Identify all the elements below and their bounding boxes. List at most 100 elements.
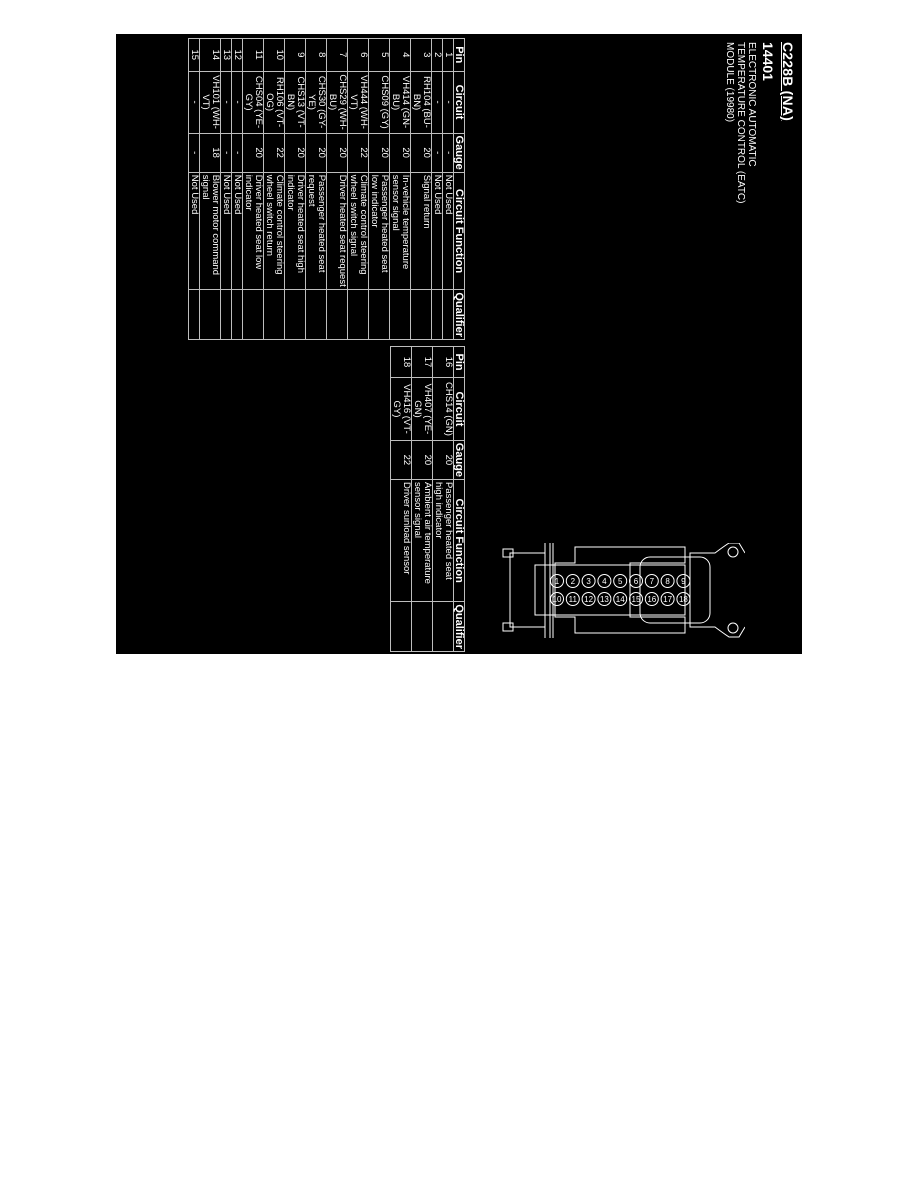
cell-qualifier bbox=[368, 289, 390, 340]
pin-number-label: 3 bbox=[586, 577, 591, 586]
cell-circuit: RH106 (VT-OG) bbox=[263, 71, 285, 134]
table-row: 2--Not Used bbox=[431, 38, 443, 340]
cell-gauge: - bbox=[188, 133, 200, 173]
cell-gauge: 18 bbox=[199, 133, 221, 173]
cell-qualifier bbox=[432, 601, 454, 652]
pin-circle-icon bbox=[565, 592, 580, 606]
cell-pin: 1 bbox=[442, 38, 454, 72]
pin-number-label: 18 bbox=[679, 595, 688, 604]
cell-pin: 7 bbox=[326, 38, 348, 72]
pin-number-label: 4 bbox=[602, 577, 607, 586]
pin-circle-icon bbox=[613, 574, 628, 588]
cell-pin: 9 bbox=[284, 38, 306, 72]
component-number: 14401 bbox=[760, 42, 776, 81]
col-pin: Pin bbox=[453, 346, 465, 378]
pin-number-label: 2 bbox=[571, 577, 576, 586]
pin-number-label: 7 bbox=[650, 577, 655, 586]
cell-pin: 4 bbox=[389, 38, 411, 72]
cell-function: Not Used bbox=[220, 172, 232, 290]
cell-gauge: 22 bbox=[390, 440, 412, 480]
cell-gauge: 22 bbox=[347, 133, 369, 173]
pin-circle-icon bbox=[597, 574, 612, 588]
cell-pin: 15 bbox=[188, 38, 200, 72]
pin-number-label: 5 bbox=[618, 577, 623, 586]
cell-function: Blower motor command signal bbox=[199, 172, 221, 290]
pin-number-label: 9 bbox=[681, 577, 686, 586]
cell-function: Driver heated seat low indicator bbox=[242, 172, 264, 290]
cell-qualifier bbox=[442, 289, 454, 340]
cell-function: Driver sunload sensor bbox=[390, 479, 412, 602]
rotated-document-page: C228B (NA) 14401 ELECTRONIC AUTOMATIC TE… bbox=[116, 34, 802, 654]
pin-circle-icon bbox=[644, 574, 659, 588]
col-pin: Pin bbox=[453, 38, 465, 72]
cell-circuit: CHS29 (WH-BU) bbox=[326, 71, 348, 134]
cell-gauge: 22 bbox=[263, 133, 285, 173]
cell-circuit: VH407 (YE-GN) bbox=[411, 377, 433, 441]
cell-pin: 12 bbox=[231, 38, 243, 72]
cell-circuit: VH444 (WH-VT) bbox=[347, 71, 369, 134]
pin-number-label: 10 bbox=[553, 595, 562, 604]
col-circuit: Circuit bbox=[453, 377, 465, 441]
cell-circuit: RH104 (BU-BN) bbox=[410, 71, 432, 134]
cell-function: Ambient air temperature sensor signal bbox=[411, 479, 433, 602]
table-header-row: Pin Circuit Gauge Circuit Function Quali… bbox=[453, 346, 465, 652]
cell-function: Passenger heated seat request bbox=[305, 172, 327, 290]
cell-circuit: VH416 (VT-GY) bbox=[390, 377, 412, 441]
cell-circuit: - bbox=[431, 71, 443, 134]
cell-circuit: - bbox=[442, 71, 454, 134]
pin-number-label: 13 bbox=[600, 595, 609, 604]
cell-qualifier bbox=[199, 289, 221, 340]
cell-gauge: 20 bbox=[368, 133, 390, 173]
cell-qualifier bbox=[410, 289, 432, 340]
cell-circuit: - bbox=[188, 71, 200, 134]
cell-circuit: - bbox=[231, 71, 243, 134]
pin-number-label: 11 bbox=[569, 595, 578, 604]
cell-gauge: - bbox=[231, 133, 243, 173]
cell-qualifier bbox=[263, 289, 285, 340]
pinout-table-1: Pin Circuit Gauge Circuit Function Quali… bbox=[188, 38, 465, 340]
cell-function: Climate control steering wheel switch re… bbox=[263, 172, 285, 290]
pin-circle-icon bbox=[660, 592, 675, 606]
cell-circuit: VH414 (GN-BU) bbox=[389, 71, 411, 134]
cell-pin: 10 bbox=[263, 38, 285, 72]
pin-circle-icon bbox=[676, 592, 691, 606]
cell-qualifier bbox=[220, 289, 232, 340]
cell-qualifier bbox=[231, 289, 243, 340]
cell-qualifier bbox=[411, 601, 433, 652]
pin-number-label: 14 bbox=[616, 595, 625, 604]
cell-function: Driver heated seat request bbox=[326, 172, 348, 290]
pin-number-label: 17 bbox=[663, 595, 672, 604]
cell-gauge: - bbox=[442, 133, 454, 173]
cell-qualifier bbox=[242, 289, 264, 340]
pin-circle-icon bbox=[581, 574, 596, 588]
pin-number-label: 1 bbox=[555, 577, 560, 586]
cell-pin: 5 bbox=[368, 38, 390, 72]
pin-circle-icon bbox=[644, 592, 659, 606]
pin-circle-icon bbox=[629, 574, 643, 588]
pin-circle-icon bbox=[613, 592, 628, 606]
pin-circle-icon bbox=[676, 574, 691, 588]
cell-function: Not Used bbox=[431, 172, 443, 290]
cell-pin: 6 bbox=[347, 38, 369, 72]
cell-function: Signal return bbox=[410, 172, 432, 290]
cell-function: Passenger heated seat high indicator bbox=[432, 479, 454, 602]
cell-pin: 18 bbox=[390, 346, 412, 378]
cell-qualifier bbox=[284, 289, 306, 340]
col-function: Circuit Function bbox=[453, 172, 465, 290]
cell-gauge: - bbox=[431, 133, 443, 173]
cell-circuit: CHS09 (GY) bbox=[368, 71, 390, 134]
cell-function: Not Used bbox=[231, 172, 243, 290]
cell-pin: 17 bbox=[411, 346, 433, 378]
pin-number-label: 16 bbox=[647, 595, 656, 604]
cell-circuit: VH101 (WH-VT) bbox=[199, 71, 221, 134]
cell-circuit: CHS30 (GY-YE) bbox=[305, 71, 327, 134]
cell-gauge: - bbox=[220, 133, 232, 173]
